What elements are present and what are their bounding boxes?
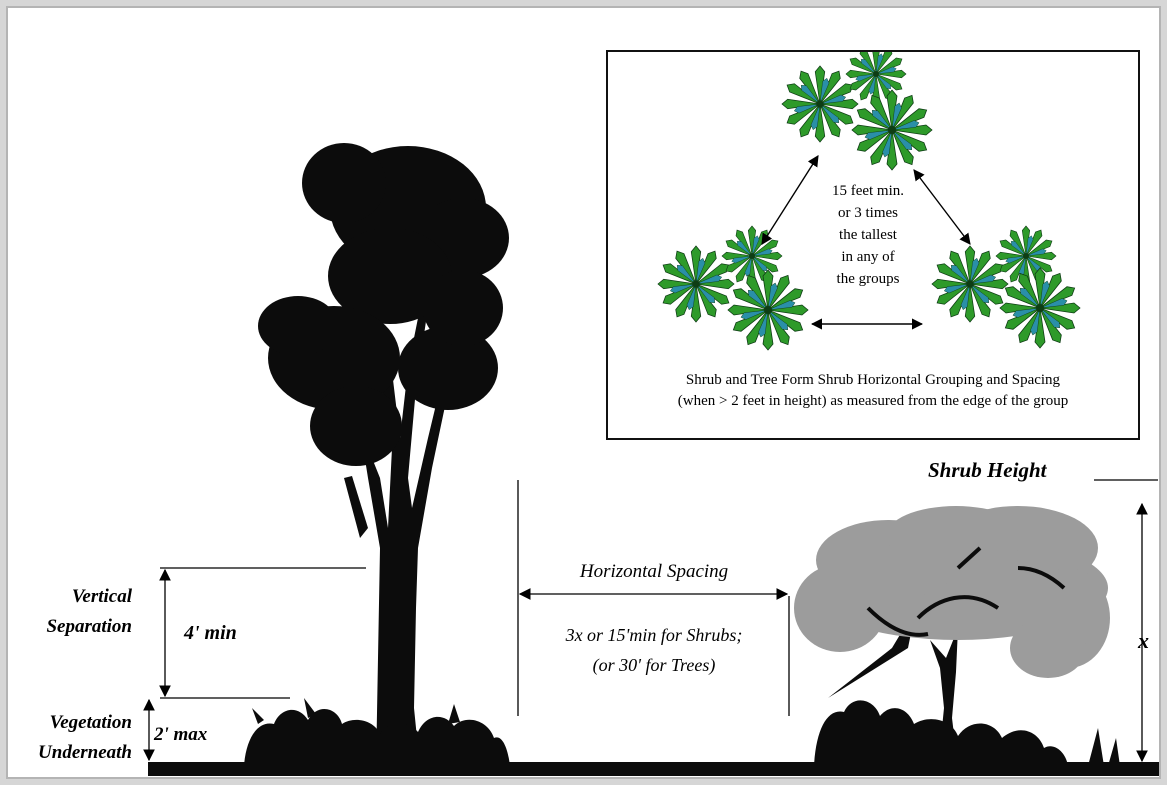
spacing-rule-label-line: 3x or 15'min for Shrubs;: [520, 620, 788, 650]
shrub-height-label: Shrub Height: [928, 458, 1046, 483]
height-variable-label: x: [1138, 628, 1149, 654]
diagram-frame: 15 feet min. or 3 times the tallest in a…: [6, 6, 1161, 779]
vegetation-underneath-label: Vegetation Underneath: [20, 708, 132, 768]
spacing-rule-label: 3x or 15'min for Shrubs; (or 30' for Tre…: [520, 620, 788, 680]
plant-group-right: [932, 226, 1080, 348]
spacing-rule-label-line: (or 30' for Trees): [520, 650, 788, 680]
plant-group-left: [658, 226, 808, 350]
spacing-rule-line: or 3 times: [808, 202, 928, 224]
vegetation-underneath-line: Underneath: [20, 738, 132, 768]
spacing-rule-line: in any of: [808, 246, 928, 268]
vegetation-underneath-line: Vegetation: [20, 708, 132, 738]
spacing-rule-text: 15 feet min. or 3 times the tallest in a…: [808, 180, 928, 290]
spacing-rule-line: 15 feet min.: [808, 180, 928, 202]
horizontal-spacing-label: Horizontal Spacing: [520, 561, 788, 583]
plant-group-top: [782, 52, 932, 170]
horizontal-spacing-dimension: [518, 480, 789, 716]
vegetation-max-label: 2' max: [154, 724, 207, 746]
undergrowth-right: [814, 700, 1120, 766]
inset-caption: Shrub and Tree Form Shrub Horizontal Gro…: [608, 370, 1138, 412]
vertical-separation-line: Vertical: [20, 582, 132, 612]
tall-tree-silhouette: [258, 143, 509, 768]
undergrowth-left: [244, 698, 510, 766]
inset-caption-line: Shrub and Tree Form Shrub Horizontal Gro…: [608, 370, 1138, 391]
vertical-min-label: 4' min: [184, 622, 237, 645]
vertical-separation-line: Separation: [20, 612, 132, 642]
inset-caption-line: (when > 2 feet in height) as measured fr…: [608, 391, 1138, 412]
spacing-rule-line: the tallest: [808, 224, 928, 246]
vertical-separation-label: Vertical Separation: [20, 582, 132, 642]
grouping-inset: 15 feet min. or 3 times the tallest in a…: [606, 50, 1140, 440]
spacing-rule-line: the groups: [808, 268, 928, 290]
